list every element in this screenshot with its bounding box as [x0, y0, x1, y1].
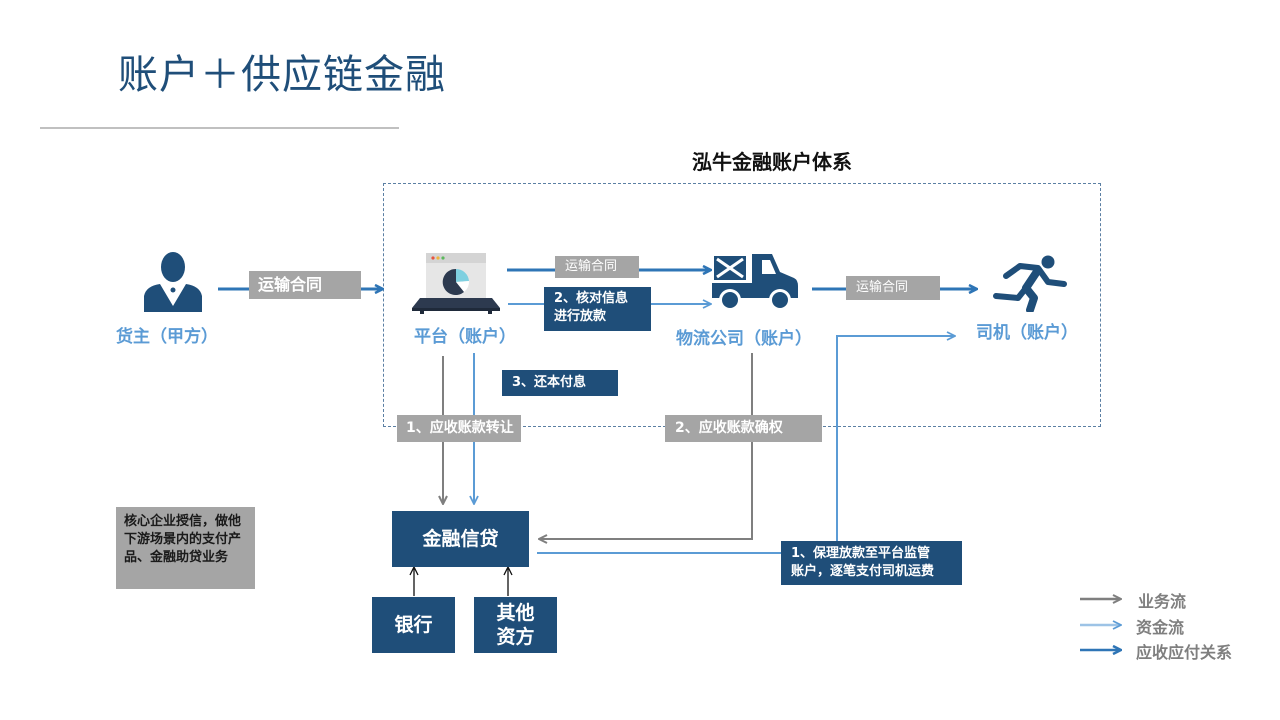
running-man-icon: [993, 255, 1067, 312]
legend-capital-label: 资金流: [1136, 618, 1185, 637]
logistics-label: 物流公司（账户）: [676, 329, 812, 349]
page-title: 账户＋供应链金融: [118, 52, 446, 98]
system-title: 泓牛金融账户体系: [692, 150, 852, 174]
platform-contract-tag: 运输合同: [555, 256, 639, 278]
ar-transfer-tag: 1、应收账款转让: [397, 415, 521, 442]
flow-finance-to-driver-capital: [537, 336, 954, 554]
title-divider: [40, 127, 399, 129]
verify-loan-tag: 2、核对信息 进行放款: [544, 287, 651, 331]
logistics-contract-tag: 运输合同: [846, 276, 940, 300]
factoring-tag: 1、保理放款至平台监管 账户，逐笔支付司机运费: [781, 541, 962, 585]
businessman-icon: [144, 252, 202, 312]
verify-loan-line1: 2、核对信息: [554, 291, 629, 306]
finance-credit-box: 金融信贷: [392, 511, 529, 567]
shipper-contract-tag: 运输合同: [249, 271, 361, 299]
shipper-label: 货主（甲方）: [116, 327, 218, 347]
factoring-line1: 1、保理放款至平台监管: [791, 546, 931, 561]
bank-box: 银行: [372, 597, 455, 653]
ar-confirm-tag: 2、应收账款确权: [665, 415, 822, 442]
factoring-line2: 账户，逐笔支付司机运费: [791, 564, 935, 579]
driver-label: 司机（账户）: [976, 323, 1078, 343]
core-credit-note: 核心企业授信，做他下游场景内的支付产品、金融助贷业务: [116, 507, 255, 589]
truck-icon: [712, 254, 798, 311]
laptop-chart-icon: [412, 253, 500, 314]
other-funders-line2: 资方: [496, 626, 535, 648]
legend-business-label: 业务流: [1138, 592, 1187, 611]
repay-tag: 3、还本付息: [502, 370, 618, 396]
verify-loan-line2: 进行放款: [554, 309, 607, 324]
platform-label: 平台（账户）: [414, 327, 516, 347]
other-funders-box: 其他 资方: [474, 597, 557, 653]
legend-receivable-label: 应收应付关系: [1136, 643, 1233, 662]
other-funders-line1: 其他: [496, 602, 535, 624]
